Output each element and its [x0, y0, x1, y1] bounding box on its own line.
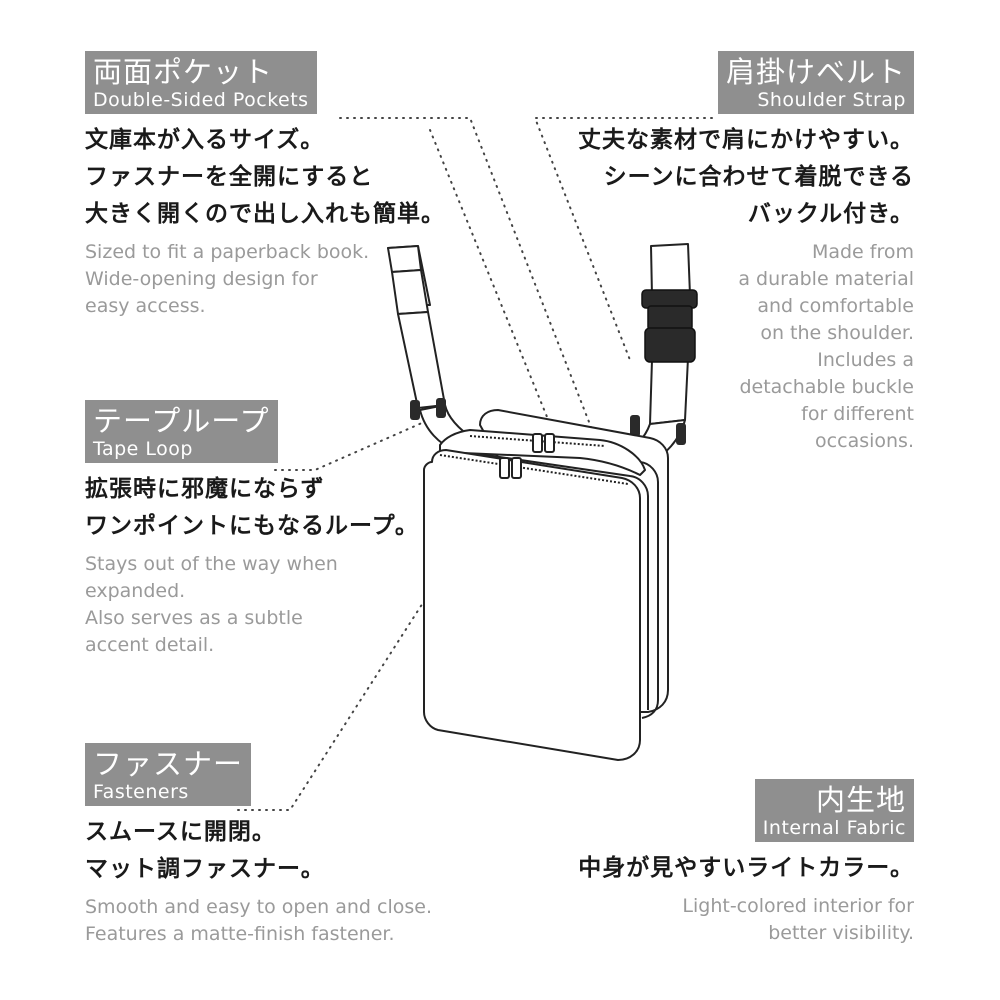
feature-pockets: 両面ポケット Double-Sided Pockets 文庫本が入るサイズ。 フ… — [85, 51, 445, 320]
pockets-ja-line: 文庫本が入るサイズ。 — [85, 127, 325, 153]
strap-en-line: Includes a — [817, 349, 914, 371]
fasteners-en-line: Smooth and easy to open and close. — [85, 896, 432, 918]
leader-strap — [533, 117, 713, 361]
fasteners-title-ja: ファスナー — [93, 747, 244, 781]
fasteners-tag: ファスナー Fasteners — [85, 743, 252, 806]
tape-loop-en-line: Also serves as a subtle — [85, 607, 303, 629]
tape-loop-desc-en: Stays out of the way when expanded. Also… — [85, 551, 419, 659]
right-strap-ring — [630, 415, 686, 445]
fasteners-desc-ja: スムースに開閉。 マット調ファスナー。 — [85, 814, 432, 888]
strap-en-line: on the shoulder. — [760, 322, 914, 344]
pockets-title-en: Double-Sided Pockets — [93, 89, 309, 111]
strap-title-en: Shoulder Strap — [757, 89, 906, 111]
leader-lines — [237, 117, 713, 811]
leader-pockets — [339, 117, 601, 451]
pockets-ja-line: ファスナーを全開にすると — [85, 164, 374, 190]
feature-strap: 肩掛けベルト Shoulder Strap 丈夫な素材で肩にかけやすい。 シーン… — [578, 51, 914, 455]
strap-en-line: Made from — [811, 241, 914, 263]
pockets-desc-ja: 文庫本が入るサイズ。 ファスナーを全開にすると 大きく開くので出し入れも簡単。 — [85, 122, 445, 233]
tape-loop-en-line: accent detail. — [85, 634, 215, 656]
leader-tape-loop — [274, 414, 441, 471]
strap-en-line: detachable buckle — [739, 376, 914, 398]
tape-loop-title-en: Tape Loop — [93, 438, 193, 460]
fabric-title-ja: 内生地 — [815, 783, 906, 817]
strap-en-line: occasions. — [815, 430, 914, 452]
fabric-title-en: Internal Fabric — [762, 817, 906, 839]
pockets-tag: 両面ポケット Double-Sided Pockets — [85, 51, 317, 114]
fabric-en-line: Light-colored interior for — [682, 895, 914, 917]
fabric-tag: 内生地 Internal Fabric — [754, 779, 914, 842]
pockets-en-line: Wide-opening design for — [85, 268, 318, 290]
fasteners-en-line: Features a matte-finish fastener. — [85, 923, 395, 945]
pockets-desc-en: Sized to fit a paperback book. Wide-open… — [85, 239, 445, 320]
zipper-pulls — [499, 433, 555, 479]
tape-loop-en-line: expanded. — [85, 580, 186, 602]
strap-tag: 肩掛けベルト Shoulder Strap — [717, 51, 914, 114]
strap-en-line: a durable material — [738, 268, 914, 290]
buckle — [641, 289, 698, 363]
tape-loop-ja-line: 拡張時に邪魔にならず — [85, 476, 325, 502]
bag-body — [423, 409, 669, 761]
fabric-desc-en: Light-colored interior for better visibi… — [578, 893, 914, 947]
pockets-ja-line: 大きく開くので出し入れも簡単。 — [85, 201, 445, 227]
fasteners-ja-line: スムースに開閉。 — [85, 819, 276, 845]
strap-ja-line: シーンに合わせて着脱できる — [603, 164, 914, 190]
pockets-en-line: easy access. — [85, 295, 206, 317]
fasteners-ja-line: マット調ファスナー。 — [85, 856, 325, 882]
strap-en-line: and comfortable — [757, 295, 914, 317]
pockets-en-line: Sized to fit a paperback book. — [85, 241, 370, 263]
feature-tape-loop: テープループ Tape Loop 拡張時に邪魔にならず ワンポイントにもなるルー… — [85, 400, 419, 659]
feature-fabric: 内生地 Internal Fabric 中身が見やすいライトカラー。 Light… — [578, 779, 914, 947]
strap-desc-en: Made from a durable material and comfort… — [578, 239, 914, 455]
fasteners-title-en: Fasteners — [93, 781, 189, 803]
feature-fasteners: ファスナー Fasteners スムースに開閉。 マット調ファスナー。 Smoo… — [85, 743, 432, 948]
fabric-desc-ja: 中身が見やすいライトカラー。 — [578, 850, 914, 887]
strap-en-line: for different — [801, 403, 914, 425]
left-strap-ring — [410, 398, 446, 420]
fasteners-desc-en: Smooth and easy to open and close. Featu… — [85, 894, 432, 948]
strap-title-ja: 肩掛けベルト — [725, 55, 906, 89]
tape-loop-title-ja: テープループ — [93, 404, 270, 438]
strap-ja-line: 丈夫な素材で肩にかけやすい。 — [578, 127, 914, 153]
tape-loop-desc-ja: 拡張時に邪魔にならず ワンポイントにもなるループ。 — [85, 471, 419, 545]
fabric-ja-line: 中身が見やすいライトカラー。 — [578, 855, 914, 881]
strap-desc-ja: 丈夫な素材で肩にかけやすい。 シーンに合わせて着脱できる バックル付き。 — [578, 122, 914, 233]
tape-loop-tag: テープループ Tape Loop — [85, 400, 278, 463]
tape-loop-ja-line: ワンポイントにもなるループ。 — [85, 513, 419, 539]
tape-loop-en-line: Stays out of the way when — [85, 553, 338, 575]
strap-ja-line: バックル付き。 — [747, 201, 914, 227]
pockets-title-ja: 両面ポケット — [93, 55, 274, 89]
fabric-en-line: better visibility. — [768, 922, 914, 944]
